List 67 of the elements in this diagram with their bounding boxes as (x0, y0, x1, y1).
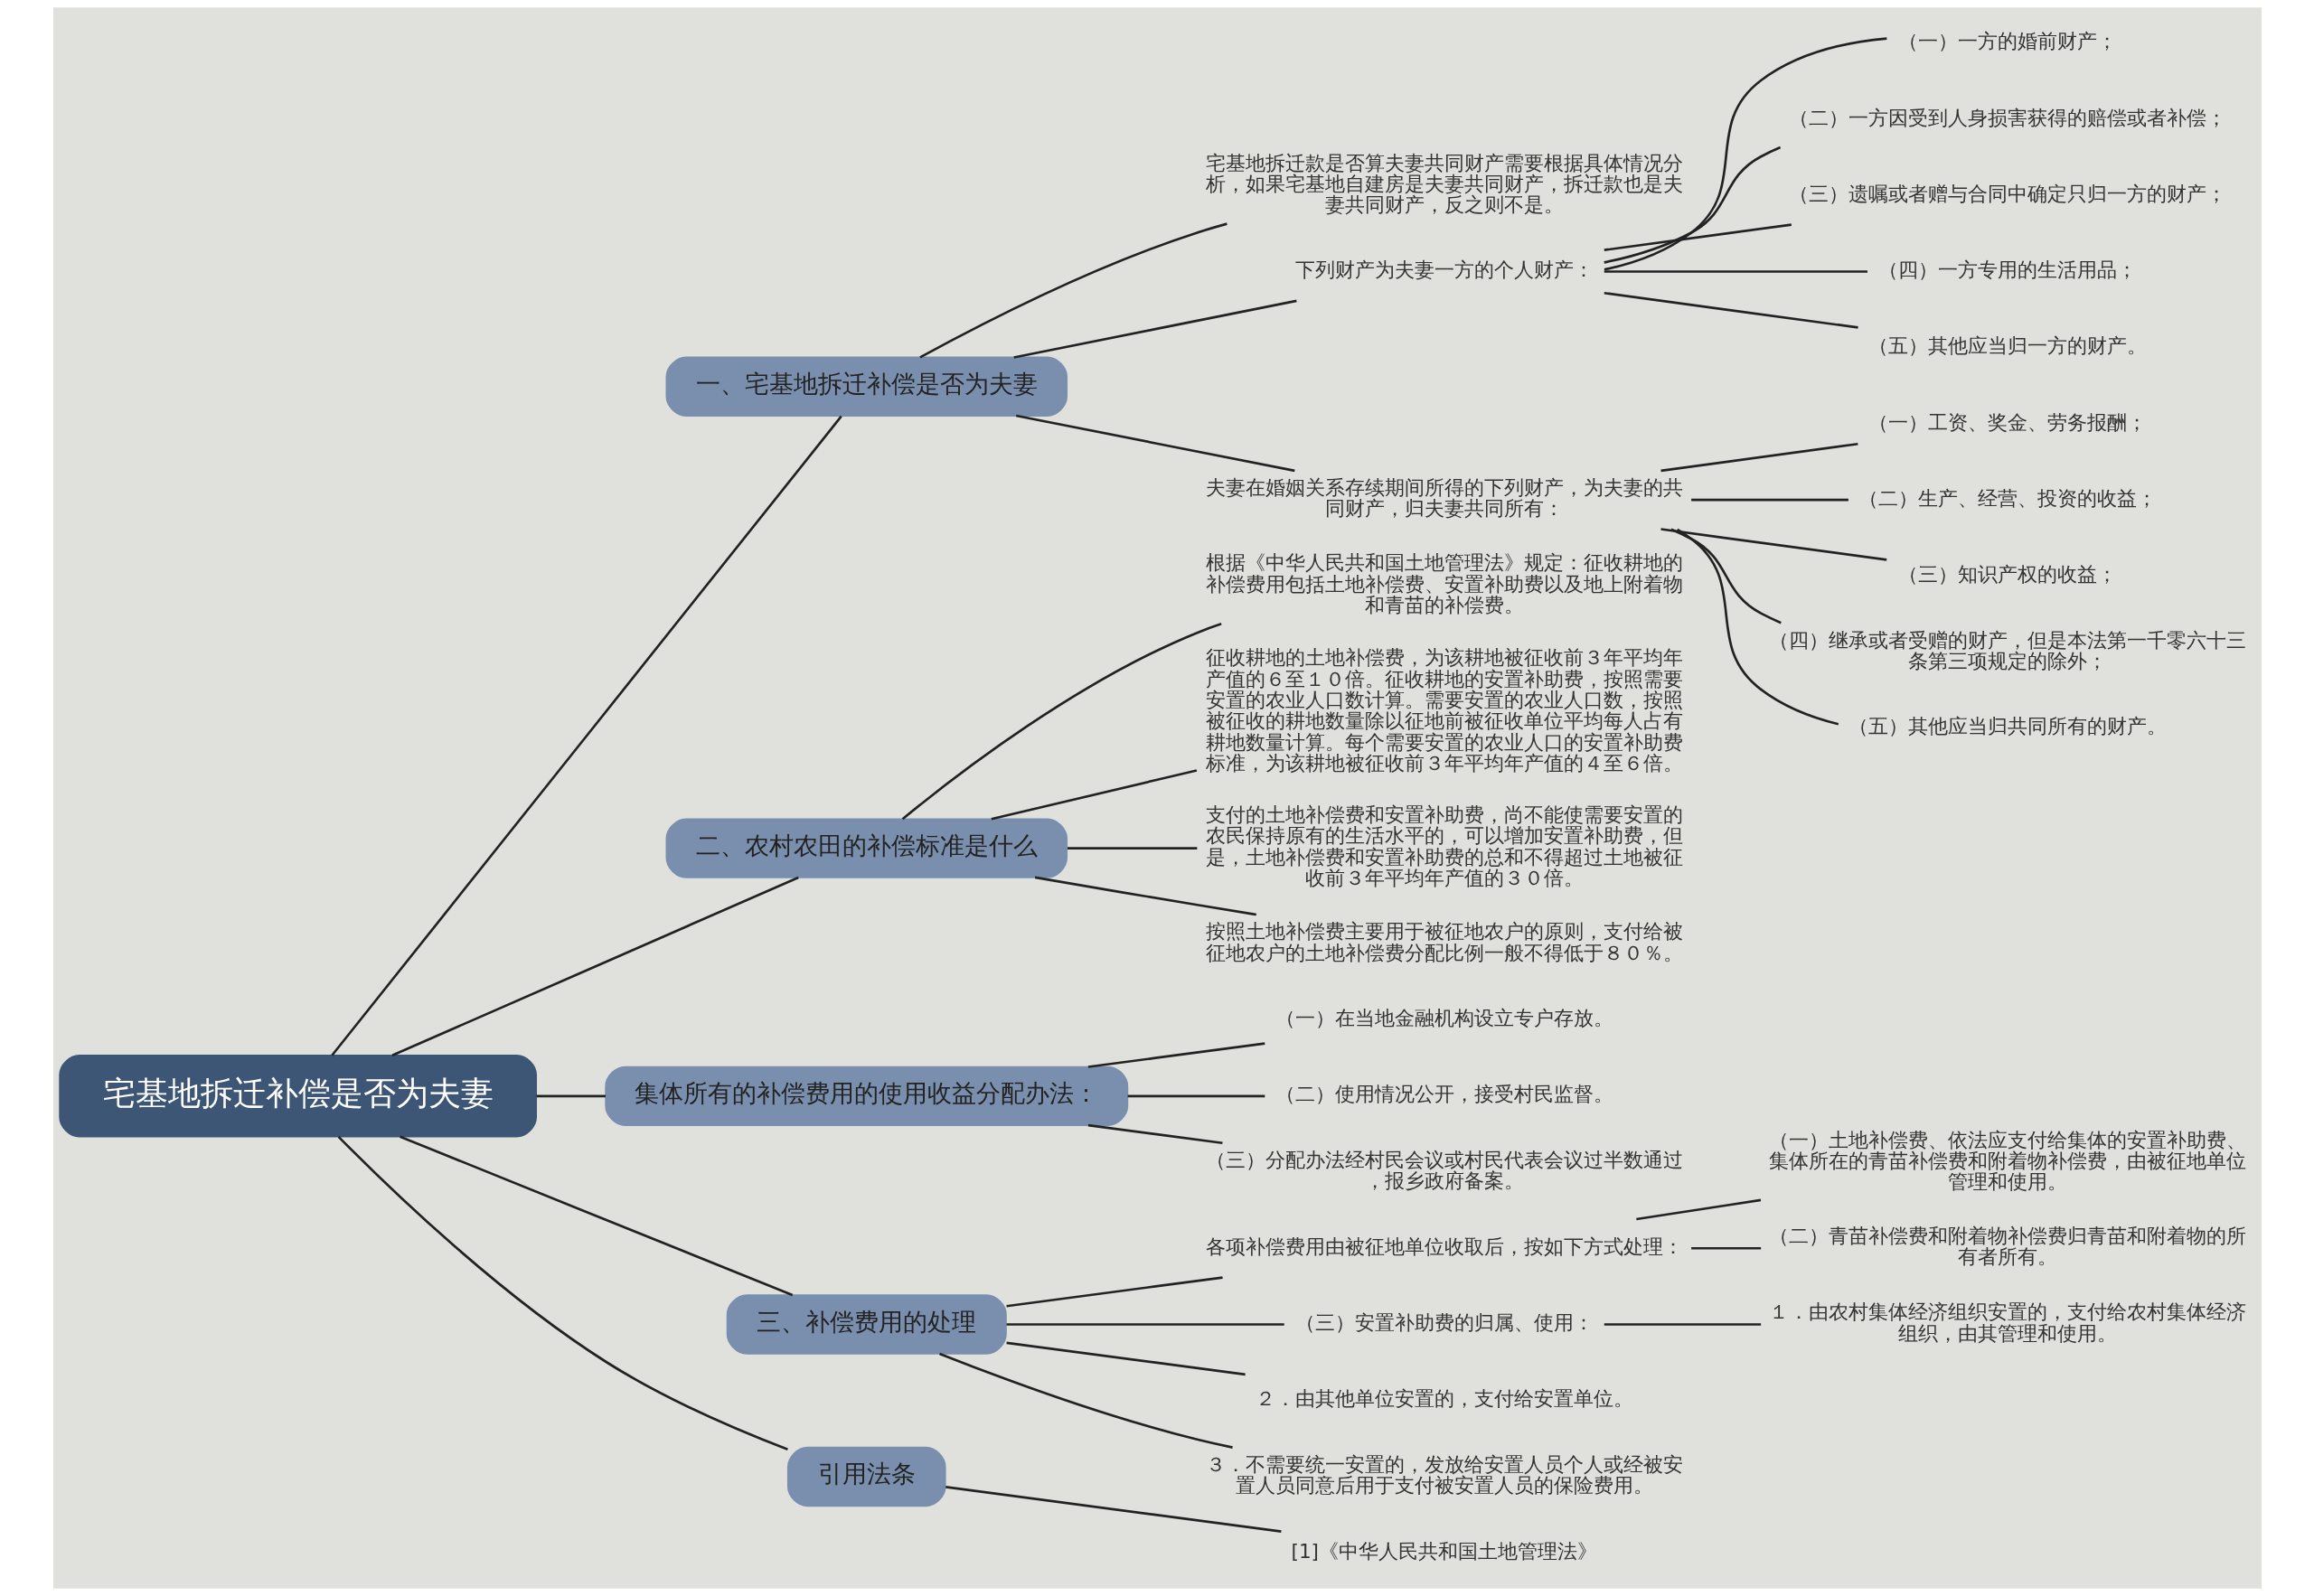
connector (1067, 847, 1197, 850)
node-text: （二）一方因受到人身损害获得的赔偿或者补偿； (1788, 106, 2226, 129)
node-text: 各项补偿费用由被征地单位收取后，按如下方式处理： (1205, 1235, 1683, 1258)
connector (1005, 1276, 1223, 1308)
connector (391, 876, 799, 1057)
node-text: 根据《中华人民共和国土地管理法》规定：征收耕地的补偿费用包括土地补偿费、安置补助费以及地上附着物和青苗的补偿费。 (1205, 551, 1683, 617)
connector (1604, 291, 1858, 329)
connector (1603, 146, 1781, 264)
node-box: 引用法条 (786, 1446, 946, 1507)
connector (1635, 1198, 1761, 1221)
node-text: （一）工资、奖金、劳务报酬； (1867, 410, 2147, 434)
node-text: １．由农村集体经济组织安置的，支付给农村集体经济组织，由其管理和使用。 (1768, 1300, 2246, 1345)
connector (1660, 442, 1858, 473)
connector (1604, 37, 1886, 271)
node-box: 二、农村农田的补偿标准是什么 (665, 818, 1068, 878)
node-text: （二）青苗补偿费和附着物补偿费归青苗和附着物的所有者所有。 (1768, 1225, 2246, 1269)
node-text: （三）遗嘱或者赠与合同中确定只归一方的财产； (1788, 182, 2226, 205)
connector (337, 1135, 788, 1451)
connector (918, 222, 1228, 359)
node-text: （三）分配办法经村民会议或村民代表会议过半数通过，报乡政府备案。 (1205, 1148, 1683, 1193)
connector (901, 623, 1222, 821)
connector (1087, 1042, 1265, 1068)
connector (991, 769, 1197, 821)
connector (1690, 1246, 1761, 1250)
connector (945, 1486, 1282, 1533)
node-text: （五）其他应当归共同所有的财产。 (1848, 715, 2167, 738)
connector (1087, 1123, 1223, 1145)
node-text: 夫妻在婚姻关系存续期间所得的下列财产，为夫妻的共同财产，归夫妻共同所有： (1205, 476, 1683, 521)
connector (536, 1094, 606, 1098)
node-text: （三）安置补助费的归属、使用： (1294, 1311, 1594, 1335)
connector (1034, 876, 1256, 916)
connector (1604, 223, 1792, 251)
node-text: （四）继承或者受赠的财产，但是本法第一千零六十三条第三项规定的除外； (1768, 628, 2246, 672)
connector (1660, 528, 1886, 561)
connector (1676, 528, 1839, 726)
node-text: （一）一方的婚前财产； (1897, 30, 2117, 53)
connector (1012, 299, 1297, 359)
node-text: 支付的土地补偿费和安置补助费，尚不能使需要安置的农民保持原有的生活水平的，可以增加安置补助费，但是，土地补偿费和安置补助费的总和不得超过土地被征收前３年平均年产值的３０倍。 (1205, 803, 1683, 890)
connector (1006, 1323, 1284, 1326)
connector (399, 1135, 793, 1297)
node-text: 征收耕地的土地补偿费，为该耕地被征收前３年平均年产值的６至１０倍。征收耕地的安置补助费，按照需要安置的农业人口数计算。需要安置的农业人口数，按照被征收的耕地数量除以征地前被征收单位平均每人占有耕地数量计算。每个需要安置的农业人口的安置补助费标准，为该耕地被征收前３年平均年产值的４至６倍。 (1205, 646, 1683, 775)
connector (1670, 528, 1782, 624)
node-box: 三、补偿费用的处理 (726, 1294, 1007, 1355)
connector (938, 1352, 1233, 1449)
connector (330, 415, 842, 1056)
connector (1604, 270, 1867, 273)
node-text: （五）其他应当归一方的财产。 (1867, 334, 2147, 358)
node-text: 宅基地拆迁款是否算夫妻共同财产需要根据具体情况分析，如果宅基地自建房是夫妻共同财产，拆迁款也是夫妻共同财产，反之则不是。 (1205, 151, 1683, 217)
node-text: 下列财产为夫妻一方的个人财产： (1294, 258, 1594, 282)
node-text: [1]《中华人民共和国土地管理法》 (1291, 1539, 1597, 1563)
node-box: 集体所有的补偿费用的使用收益分配办法： (604, 1066, 1128, 1126)
node-text: （二）使用情况公开，接受村民监督。 (1275, 1083, 1613, 1106)
node-text: ３．不需要统一安置的，发放给安置人员个人或经被安置人员同意后用于支付被安置人员的保险费用。 (1205, 1452, 1683, 1497)
connector (1604, 1323, 1761, 1326)
node-text: （二）生产、经营、投资的收益； (1858, 486, 2157, 510)
node-text: （四）一方专用的生活用品； (1877, 258, 2137, 282)
connector (1005, 1341, 1246, 1376)
connector (1127, 1094, 1265, 1098)
node-text: （一）在当地金融机构设立专户存放。 (1275, 1007, 1613, 1030)
node-box: 宅基地拆迁补偿是否为夫妻 (58, 1055, 537, 1138)
connector (1690, 498, 1848, 502)
connector (1015, 414, 1295, 473)
node-text: ２．由其他单位安置的，支付给安置单位。 (1255, 1387, 1633, 1411)
node-text: （一）土地补偿费、依法应支付给集体的安置补助费、集体所在的青苗补偿费和附着物补偿费，由被征地单位管理和使用。 (1768, 1128, 2246, 1194)
node-text: 按照土地补偿费主要用于被征地农户的原则，支付给被征地农户的土地补偿费分配比例一般不得低于８０％。 (1205, 920, 1683, 964)
node-text: （三）知识产权的收益； (1897, 563, 2117, 586)
node-box: 一、宅基地拆迁补偿是否为夫妻 (665, 356, 1068, 417)
